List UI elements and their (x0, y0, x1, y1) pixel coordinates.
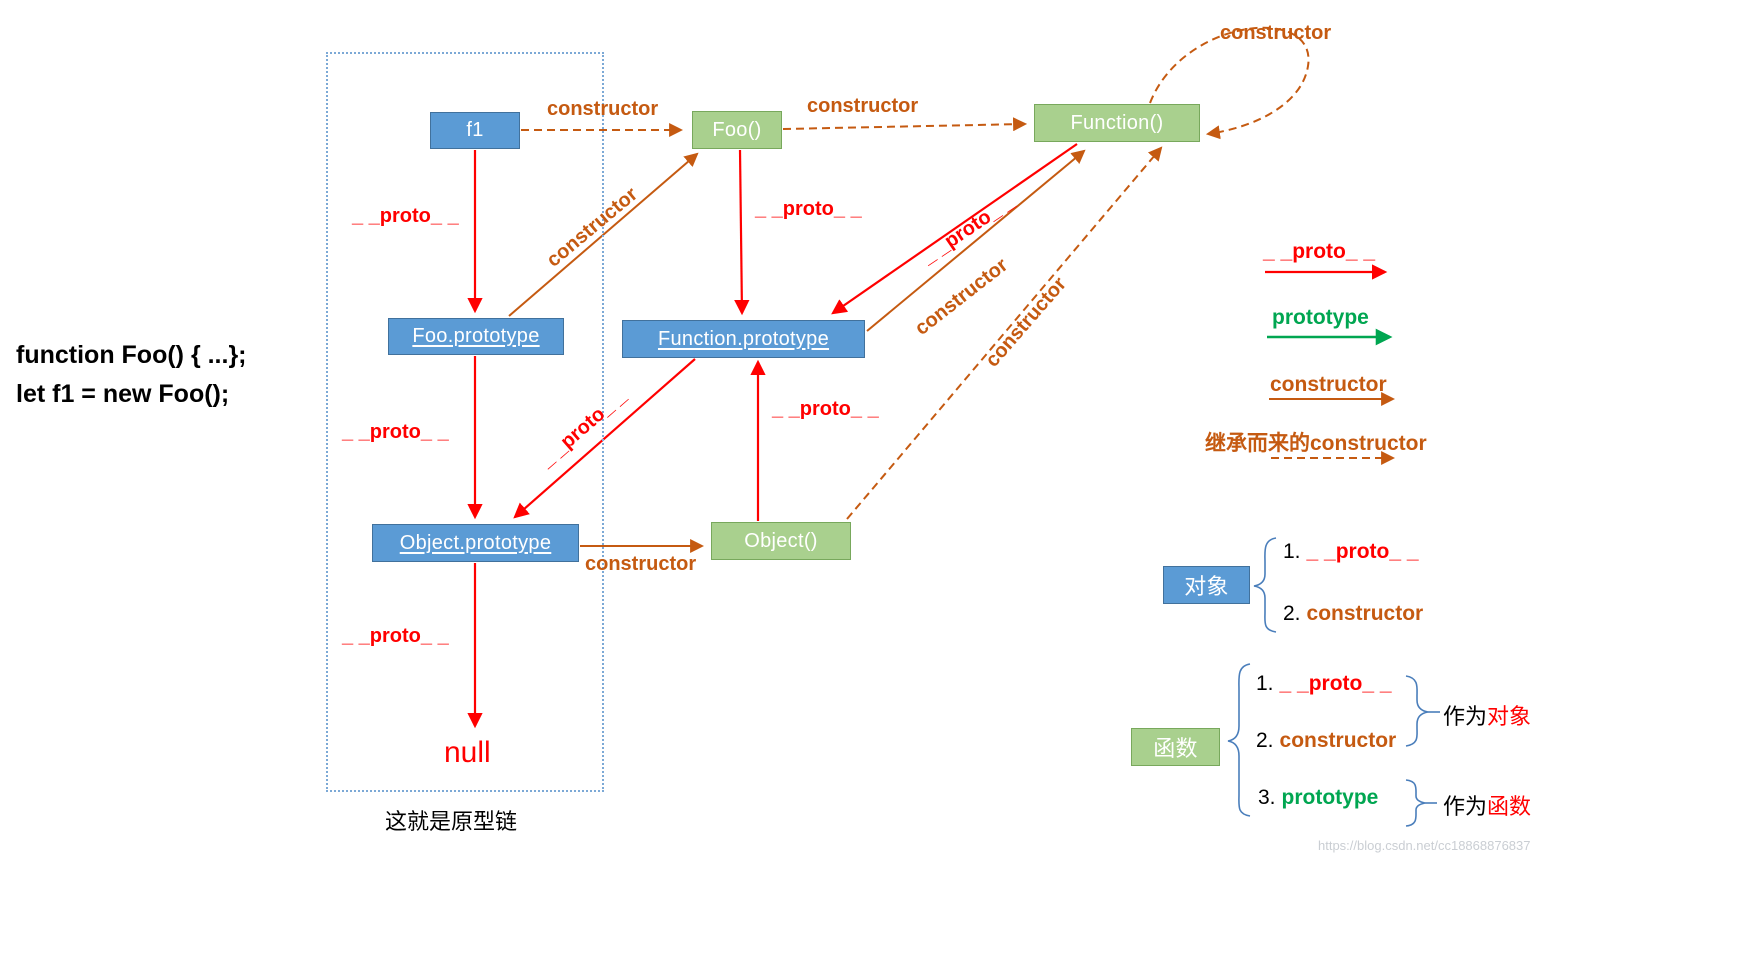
as-object-label: 作为对象 (1443, 699, 1531, 731)
item-number: 1. (1283, 540, 1301, 563)
object-summary-box: 对象 (1163, 566, 1250, 604)
as-function-text: 函数 (1487, 794, 1532, 819)
node-foo: Foo() (692, 111, 782, 149)
item-text: constructor (1306, 602, 1424, 625)
as-function-brace (1405, 779, 1426, 827)
edge-label-proto-foo: _ _proto_ _ (755, 198, 862, 220)
object-summary-item-proto: 1._ _proto_ _ (1283, 540, 1419, 564)
item-number: 2. (1256, 729, 1274, 752)
node-null: null (444, 736, 491, 769)
prototype-chain-caption: 这就是原型链 (385, 810, 518, 835)
as-object-brace (1405, 675, 1429, 747)
node-foo-prototype: Foo.prototype (388, 318, 564, 355)
arrow-function-proto-functionprototype (831, 143, 1078, 315)
edge-label-proto-objectprototype: _ _proto_ _ (342, 625, 449, 647)
node-function-prototype: Function.prototype (622, 320, 865, 358)
code-line-1: function Foo() { ...}; (16, 341, 247, 369)
item-number: 1. (1256, 672, 1274, 695)
item-number: 2. (1283, 602, 1301, 625)
arrow-foo-constructor-function (782, 117, 1028, 132)
edge-label-constructor-function-self: constructor (1220, 22, 1332, 44)
item-text: prototype (1281, 786, 1379, 809)
object-summary-brace (1253, 537, 1277, 633)
item-number: 3. (1258, 786, 1276, 809)
edge-label-constructor-f1-foo: constructor (547, 98, 659, 120)
watermark: https://blog.csdn.net/cc18868876837 (1318, 838, 1531, 853)
as-function-label: 作为函数 (1443, 789, 1531, 821)
arrow-functionprototype-constructor-function (866, 149, 1086, 332)
arrow-object-constructor-function (846, 146, 1163, 520)
function-summary-brace (1227, 663, 1251, 817)
node-object-prototype: Object.prototype (372, 524, 579, 562)
function-summary-item-prototype: 3.prototype (1258, 786, 1378, 810)
function-summary-box: 函数 (1131, 728, 1220, 766)
arrow-function-constructor-self-loop (1149, 26, 1310, 140)
edge-label-proto-fooprototype: _ _proto_ _ (342, 421, 449, 443)
function-summary-item-constructor: 2.constructor (1256, 729, 1396, 753)
object-summary-item-constructor: 2.constructor (1283, 602, 1423, 626)
legend-proto-label: _ _proto_ _ (1263, 240, 1376, 263)
item-text: constructor (1279, 729, 1397, 752)
function-summary-item-proto: 1._ _proto_ _ (1256, 672, 1392, 696)
code-line-2: let f1 = new Foo(); (16, 380, 230, 408)
arrow-functionprototype-proto-objectprototype (513, 358, 696, 519)
code-snippet: function Foo() { ...}; let f1 = new Foo(… (16, 336, 247, 414)
edge-label-proto-object: _ _proto_ _ (772, 398, 879, 420)
as-prefix: 作为 (1443, 704, 1488, 729)
legend-inherited-constructor-label: 继承而来的constructor (1205, 432, 1427, 455)
legend-prototype-label: prototype (1272, 306, 1369, 329)
as-prefix: 作为 (1443, 794, 1488, 819)
node-object: Object() (711, 522, 851, 560)
item-text: _ _proto_ _ (1306, 540, 1419, 563)
legend-constructor-label: constructor (1270, 373, 1387, 396)
prototype-chain-frame (326, 52, 604, 792)
arrow-foo-proto-functionprototype (734, 149, 750, 316)
node-f1: f1 (430, 112, 520, 149)
edge-label-constructor-foo-function: constructor (807, 95, 919, 117)
node-function: Function() (1034, 104, 1200, 142)
edge-label-constructor-objectprototype: constructor (585, 553, 697, 575)
edge-label-proto-f1: _ _proto_ _ (352, 205, 459, 227)
item-text: _ _proto_ _ (1279, 672, 1392, 695)
as-object-text: 对象 (1487, 704, 1532, 729)
